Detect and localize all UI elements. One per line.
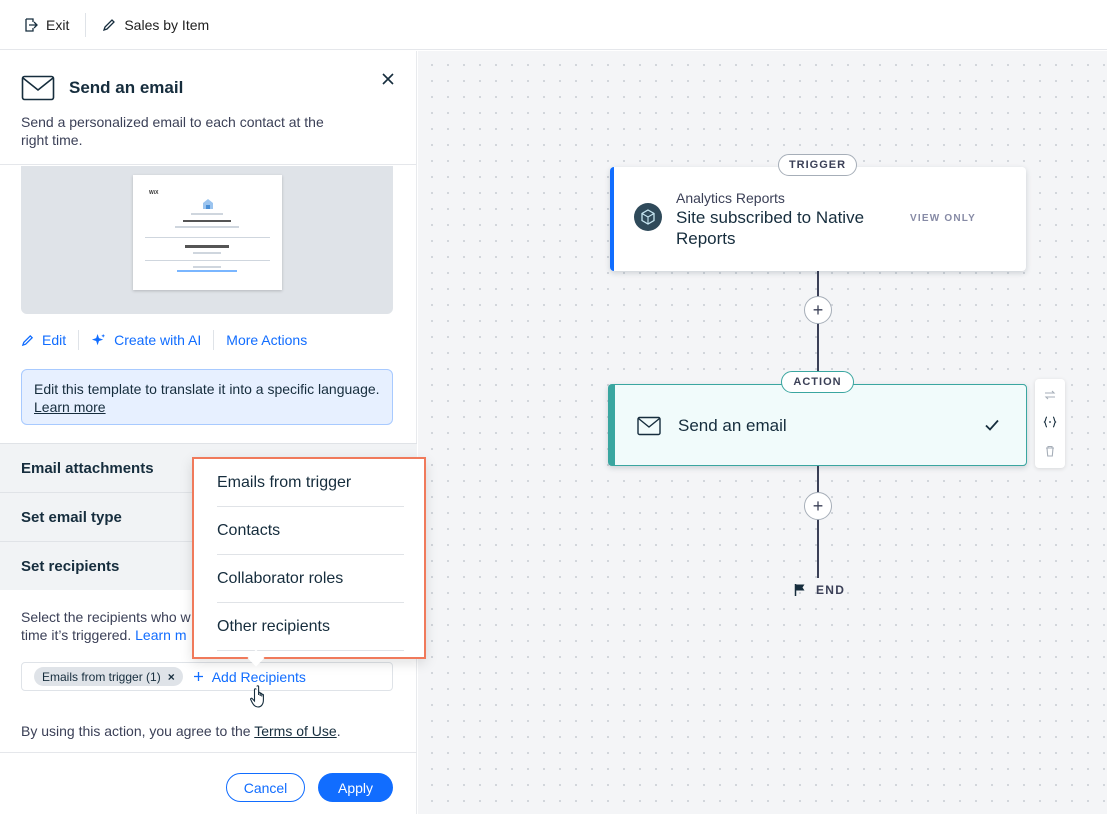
- connector-line: [817, 271, 819, 384]
- action-card[interactable]: Send an email: [608, 384, 1027, 466]
- end-marker: END: [794, 583, 845, 597]
- flag-icon: [794, 584, 805, 596]
- envelope-icon: [637, 416, 661, 436]
- exit-button[interactable]: Exit: [24, 17, 69, 33]
- emblem-icon: [203, 199, 213, 209]
- divider: [213, 330, 215, 350]
- terms-text: By using this action, you agree to the T…: [21, 723, 341, 739]
- chip-remove-icon[interactable]: ×: [167, 669, 175, 684]
- terms-prefix: By using this action, you agree to the: [21, 723, 255, 739]
- recipient-chip: Emails from trigger (1) ×: [34, 667, 183, 686]
- wix-logo: WiX: [149, 190, 159, 196]
- apply-button[interactable]: Apply: [318, 773, 393, 802]
- exit-icon: [25, 17, 38, 32]
- action-name: Send an email: [678, 416, 787, 435]
- recipients-field[interactable]: Emails from trigger (1) × Add Recipients: [21, 662, 393, 691]
- trigger-name: Site subscribed to Native Reports: [676, 208, 865, 248]
- rename-automation-button[interactable]: Sales by Item: [102, 17, 209, 33]
- menu-item-contacts[interactable]: Contacts: [217, 507, 404, 555]
- pencil-icon: [21, 334, 34, 346]
- action-settings-panel: Send an email Send a personalized email …: [0, 51, 417, 814]
- panel-footer: Cancel Apply: [0, 752, 417, 814]
- trash-icon[interactable]: [1043, 444, 1057, 458]
- exit-label: Exit: [46, 16, 70, 33]
- add-recipients-button[interactable]: Add Recipients: [193, 669, 306, 685]
- top-bar: Exit Sales by Item: [0, 0, 1107, 50]
- trigger-card[interactable]: Analytics Reports Site subscribed to Nat…: [610, 167, 1026, 271]
- more-actions-button[interactable]: More Actions: [226, 332, 307, 348]
- recipient-type-dropdown: Emails from trigger Contacts Collaborato…: [192, 457, 426, 667]
- replace-icon[interactable]: [1043, 388, 1057, 402]
- section-label: Set email type: [21, 508, 122, 526]
- email-template-preview[interactable]: WiX: [21, 166, 393, 314]
- plus-icon: [193, 672, 203, 681]
- trigger-pill: TRIGGER: [778, 154, 857, 176]
- panel-title: Send an email: [69, 78, 184, 97]
- learn-more-link[interactable]: Learn more: [34, 399, 106, 415]
- edit-template-button[interactable]: Edit: [21, 332, 66, 348]
- divider: [85, 12, 87, 37]
- connector-line: [817, 466, 819, 578]
- recipients-learn-more-link[interactable]: Learn m: [135, 627, 187, 643]
- divider: [78, 330, 80, 350]
- close-icon[interactable]: [380, 71, 396, 87]
- terms-of-use-link[interactable]: Terms of Use: [254, 723, 337, 739]
- automation-title: Sales by Item: [124, 16, 210, 33]
- add-recipients-label: Add Recipients: [211, 668, 306, 685]
- section-label: Set recipients: [21, 557, 120, 575]
- checkmark-icon: [985, 419, 999, 431]
- template-thumbnail[interactable]: WiX: [133, 175, 282, 290]
- section-label: Email attachments: [21, 459, 154, 477]
- panel-description: Send a personalized email to each contac…: [21, 114, 324, 148]
- recipients-desc-line1: Select the recipients who w: [21, 609, 191, 625]
- variables-icon[interactable]: [1043, 415, 1057, 429]
- analytics-app-icon: [634, 203, 662, 231]
- panel-header: Send an email Send a personalized email …: [0, 51, 416, 165]
- end-label: END: [816, 583, 846, 597]
- action-toolbar: [1035, 379, 1065, 468]
- pencil-icon: [103, 18, 116, 31]
- menu-item-emails-from-trigger[interactable]: Emails from trigger: [217, 459, 404, 507]
- create-ai-label: Create with AI: [114, 332, 202, 348]
- action-pill: ACTION: [781, 371, 854, 393]
- automation-canvas[interactable]: Analytics Reports Site subscribed to Nat…: [418, 51, 1107, 814]
- recipients-desc-line2: time it’s triggered.: [21, 627, 136, 643]
- terms-suffix: .: [336, 723, 341, 739]
- info-text: Edit this template to translate it into …: [34, 381, 380, 397]
- add-step-button[interactable]: +: [804, 296, 832, 324]
- menu-item-collaborator-roles[interactable]: Collaborator roles: [217, 555, 404, 603]
- more-actions-label: More Actions: [226, 332, 308, 348]
- info-banner: Edit this template to translate it into …: [21, 369, 393, 425]
- add-step-button[interactable]: +: [804, 492, 832, 520]
- cancel-button[interactable]: Cancel: [226, 773, 305, 802]
- envelope-icon: [21, 75, 55, 101]
- hand-cursor-icon: [250, 685, 264, 708]
- recipients-description: Select the recipients who w time it’s tr…: [21, 608, 393, 644]
- sparkle-icon: [92, 333, 106, 345]
- trigger-app-name: Analytics Reports: [676, 190, 785, 206]
- menu-item-other-recipients[interactable]: Other recipients: [217, 603, 404, 651]
- edit-label: Edit: [42, 332, 67, 348]
- view-only-badge: VIEW ONLY: [910, 213, 976, 224]
- chip-label: Emails from trigger (1): [42, 669, 161, 684]
- template-actions: Edit Create with AI More Actions: [21, 330, 307, 350]
- create-with-ai-button[interactable]: Create with AI: [91, 332, 201, 348]
